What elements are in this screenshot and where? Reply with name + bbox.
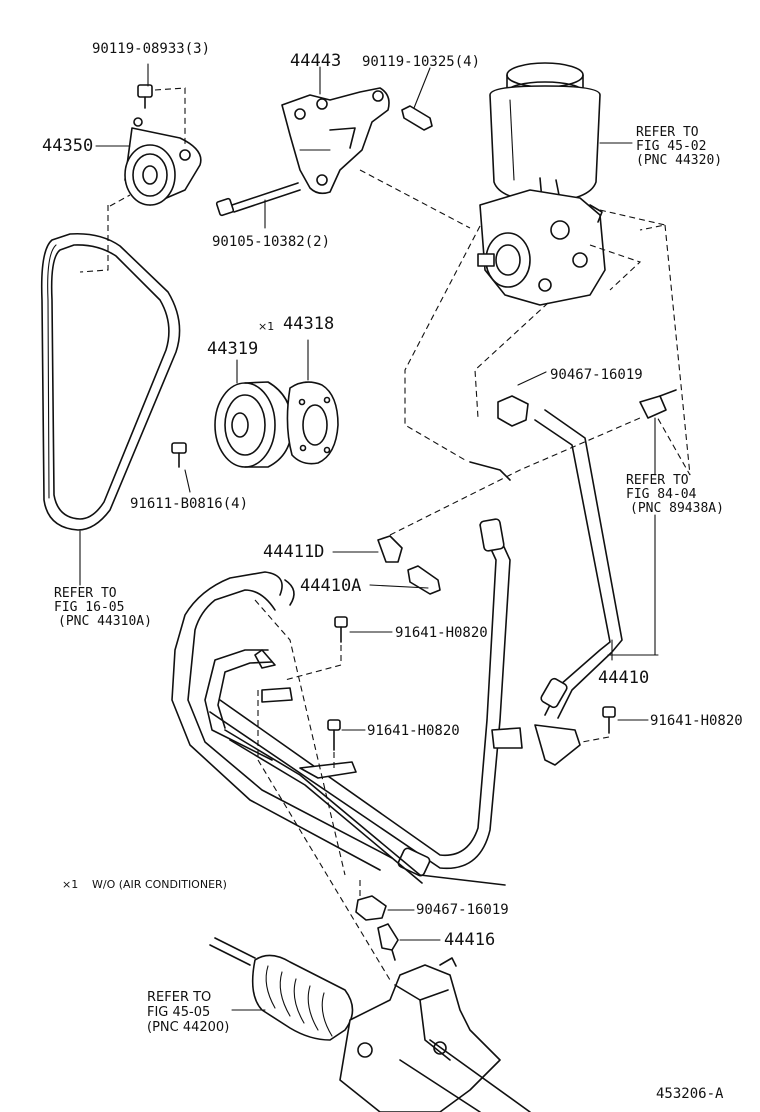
figure-id: 453206-A [656, 1086, 724, 1102]
drive-belt [40, 232, 181, 531]
pump-bracket [281, 87, 390, 195]
pressure-hose-44410 [209, 409, 623, 877]
ref-gear-line3: (PNC 44200) [147, 1020, 229, 1035]
ref-reservoir-line1: REFER TO [636, 125, 699, 140]
bolt-91641-h0820-a [284, 616, 393, 681]
ref-belt-line2: FIG 16-05 [54, 600, 124, 615]
bolt-91641-h0820-c [581, 706, 649, 743]
label-star-note: ×1 [258, 320, 274, 333]
label-44318: 44318 [283, 314, 334, 334]
bolt-90119-10325 [401, 67, 433, 131]
union-44416 [377, 923, 441, 961]
ref-sensor-line3: (PNC 89438A) [630, 501, 724, 516]
clip-90467-16019-top [497, 371, 547, 427]
steering-gear [209, 937, 531, 1112]
label-44410a: 44410A [300, 576, 361, 596]
return-hose [171, 571, 393, 871]
hose-brackets [261, 687, 581, 779]
label-90467-16019-bottom: 90467-16019 [416, 902, 509, 918]
ref-belt-line3: (PNC 44310A) [58, 614, 152, 629]
label-44416: 44416 [444, 930, 495, 950]
clip-90467-16019-bottom [355, 895, 415, 921]
footnote-mark: ×1 [62, 878, 78, 891]
pulley-plate [286, 381, 339, 465]
label-44350: 44350 [42, 136, 93, 156]
idler-pulley [124, 117, 202, 206]
label-91611-b0816: 91611-B0816(4) [130, 496, 248, 512]
label-91641-h0820-b: 91641-H0820 [367, 723, 460, 739]
ref-sensor-line1: REFER TO [626, 473, 689, 488]
ref-reservoir-line3: (PNC 44320) [636, 153, 722, 168]
bolt-91611-b0816 [171, 442, 191, 493]
bolt-90119-08933 [137, 84, 153, 109]
power-steering-pump [477, 62, 606, 306]
ref-gear-line2: FIG 45-05 [147, 1005, 210, 1020]
label-44411d: 44411D [263, 542, 324, 562]
pump-pulley [214, 381, 293, 468]
bolt-91641-h0820-b [327, 719, 366, 772]
steel-lines [224, 649, 506, 886]
bolt-44410a [369, 565, 441, 595]
label-91641-h0820-c: 91641-H0820 [650, 713, 743, 729]
label-91641-h0820-a: 91641-H0820 [395, 625, 488, 641]
label-44443: 44443 [290, 51, 341, 71]
pressure-switch [639, 389, 677, 476]
ref-belt-line1: REFER TO [54, 586, 117, 601]
label-90467-16019-top: 90467-16019 [550, 367, 643, 383]
footnote-text: W/O (AIR CONDITIONER) [92, 878, 227, 891]
ref-gear-line1: REFER TO [147, 990, 211, 1005]
label-90105-10382: 90105-10382(2) [212, 234, 330, 250]
ref-sensor-line2: FIG 84-04 [626, 487, 697, 502]
label-90119-08933: 90119-08933(3) [92, 41, 210, 57]
label-44410: 44410 [598, 668, 649, 688]
clamp-44411d [332, 417, 641, 563]
bolt-90105-10382 [215, 182, 301, 229]
ref-reservoir-line2: FIG 45-02 [636, 139, 706, 154]
label-90119-10325: 90119-10325(4) [362, 54, 480, 70]
label-44319: 44319 [207, 339, 258, 359]
